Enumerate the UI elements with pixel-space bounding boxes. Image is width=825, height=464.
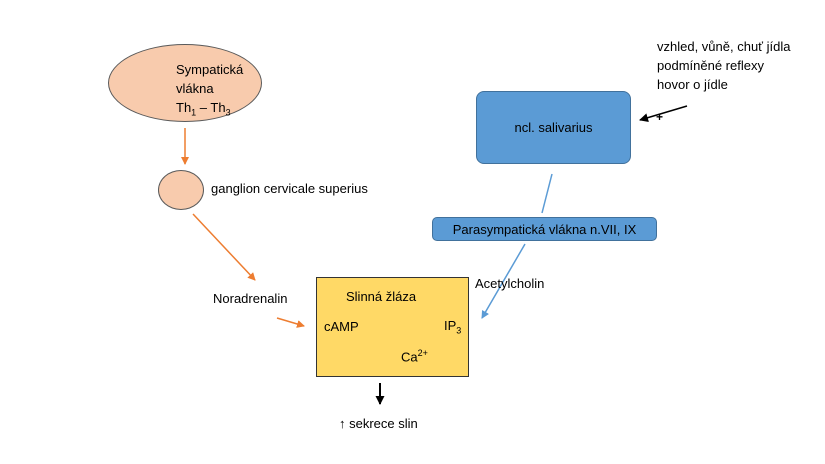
ca-text: Ca — [401, 349, 418, 365]
sympathetic-fibers-ellipse: Sympatická vlákna Th1 – Th3 — [108, 44, 262, 122]
th-separator: – — [196, 100, 211, 115]
th-end-sub: 3 — [225, 107, 231, 118]
stimuli-list: vzhled, vůně, chuť jídla podmíněné refle… — [657, 37, 791, 94]
ncl-salivarius-box: ncl. salivarius — [476, 91, 631, 164]
stimulus-talk-about-food: hovor o jídle — [657, 77, 728, 92]
ca-sup: 2+ — [417, 348, 428, 358]
gland-title: Slinná žláza — [346, 289, 417, 304]
ganglion-ellipse — [158, 170, 204, 210]
plus-sign: + — [656, 110, 664, 124]
secretion-label: sekrece slin — [345, 416, 418, 431]
stimulus-appearance: vzhled, vůně, chuť jídla — [657, 39, 791, 54]
th-end: Th — [210, 100, 226, 115]
arrow-ganglion-to-noradrenalin — [192, 213, 256, 281]
arrow-stimuli-to-salivarius — [639, 105, 688, 123]
ip3-label: IP3 — [444, 317, 461, 340]
th-start-sub: 1 — [191, 107, 197, 118]
parasympathetic-fibers-label: Parasympatická vlákna n.VII, IX — [452, 221, 637, 237]
acetylcholin-label: Acetylcholin — [475, 276, 545, 291]
ip-sub: 3 — [456, 325, 462, 336]
sympathetic-th-range: Th1 – Th3 — [176, 98, 243, 123]
up-arrow-icon: ↑ — [339, 416, 346, 431]
arrow-noradrenalin-to-gland — [276, 317, 305, 328]
ncl-salivarius-label: ncl. salivarius — [514, 120, 593, 135]
noradrenalin-label: Noradrenalin — [213, 291, 288, 306]
secretion-output: ↑ sekrece slin — [339, 415, 418, 433]
sympathetic-line2: vlákna — [176, 81, 214, 96]
sympathetic-fibers-text: Sympatická vlákna Th1 – Th3 — [176, 60, 243, 123]
sympathetic-line1: Sympatická — [176, 62, 244, 77]
stimulus-conditioned-reflexes: podmíněné reflexy — [657, 58, 764, 73]
camp-label: cAMP — [324, 319, 359, 334]
arrow-salivarius-to-parasympathetic — [541, 173, 553, 214]
parasympathetic-fibers-box: Parasympatická vlákna n.VII, IX — [432, 217, 657, 241]
ip-text: IP — [444, 318, 457, 333]
th-start: Th — [176, 100, 192, 115]
ganglion-label: ganglion cervicale superius — [211, 181, 368, 196]
arrow-parasympathetic-to-gland — [481, 243, 526, 319]
salivary-gland-box: Slinná žláza cAMP IP3 Ca2+ — [316, 277, 469, 377]
calcium-label: Ca2+ — [401, 344, 428, 366]
